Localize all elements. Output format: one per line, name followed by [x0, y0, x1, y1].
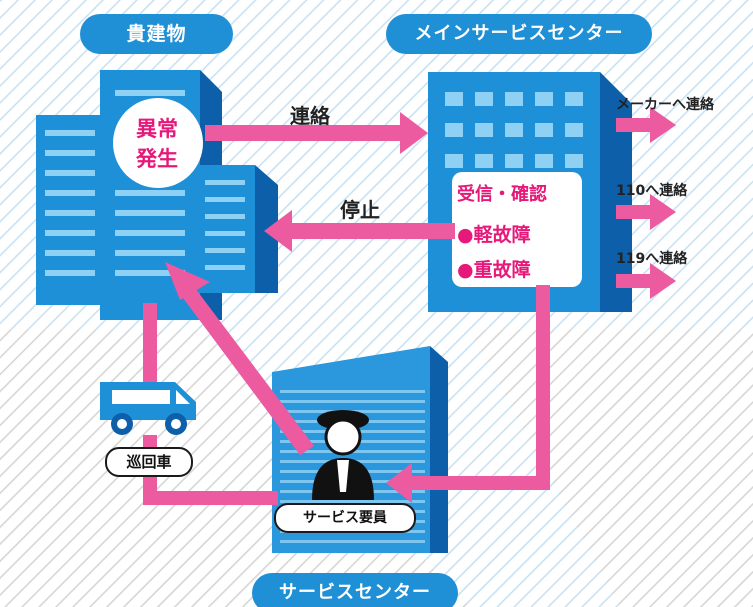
dispatch-arrow — [536, 285, 550, 490]
major-fault-label: ●重故障 — [457, 259, 531, 281]
main-center-label: メインサービスセンター — [386, 14, 652, 54]
owner-building — [36, 70, 278, 320]
owner-building-label: 貴建物 — [80, 14, 233, 54]
receive-confirm-label: 受信・確認 — [457, 184, 547, 205]
contact-label: 連絡 — [290, 104, 330, 128]
contact-arrow-head — [400, 112, 428, 154]
to-119-label: 119へ連絡 — [616, 251, 688, 267]
contact-arrow — [205, 125, 405, 141]
service-center-label: サービスセンター — [252, 573, 458, 607]
anomaly-line2: 発生 — [136, 147, 178, 171]
service-staff-badge: サービス要員 — [274, 503, 416, 533]
stop-label: 停止 — [340, 198, 380, 222]
stop-arrow-head — [264, 210, 292, 252]
to-maker-label: メーカーへ連絡 — [616, 97, 714, 113]
truck-icon — [100, 382, 196, 435]
stop-arrow — [290, 223, 455, 239]
patrol-car-badge: 巡回車 — [105, 447, 193, 477]
to-110-label: 110へ連絡 — [616, 183, 688, 199]
staff-to-building-arrow — [183, 288, 314, 455]
anomaly-line1: 異常 — [136, 117, 178, 141]
staff-person-icon — [312, 410, 374, 500]
flow-arrows — [143, 107, 676, 505]
main-service-center-building — [428, 72, 632, 312]
minor-fault-label: ●軽故障 — [457, 224, 531, 246]
